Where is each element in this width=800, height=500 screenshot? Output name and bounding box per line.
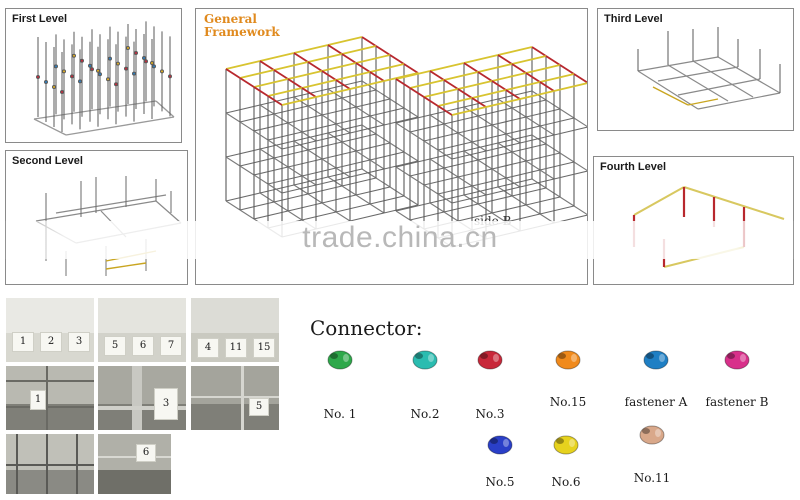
second-level-panel: Second Level xyxy=(5,150,188,285)
fourth-level-label: Fourth Level xyxy=(600,161,667,173)
photo-card: 6 xyxy=(136,444,156,462)
photo-connectors-1-2-3: 1 2 3 xyxy=(5,297,95,363)
general-framework-panel: General Framework side B xyxy=(195,8,588,285)
first-level-diagram xyxy=(33,21,175,136)
connector-label: fastener B xyxy=(705,395,769,409)
connector-icon xyxy=(324,346,356,374)
connector-icon xyxy=(409,346,441,374)
connector-icon xyxy=(550,431,582,459)
photo-card: 7 xyxy=(160,336,182,356)
first-level-label: First Level xyxy=(12,13,68,25)
third-level-diagram xyxy=(637,27,781,110)
photo-card: 3 xyxy=(68,332,90,352)
photo-card: 5 xyxy=(104,336,126,356)
photo-card: 5 xyxy=(249,398,269,416)
photo-card: 3 xyxy=(154,388,178,420)
photo-connectors-4-11-15: 4 11 15 xyxy=(190,297,280,363)
photo-connectors-5-6-7: 5 6 7 xyxy=(97,297,187,363)
connector-label: No.11 xyxy=(633,471,671,485)
connector-icon xyxy=(484,431,516,459)
photo-assembly-1: 1 xyxy=(5,365,95,431)
photo-assembly-3: 3 xyxy=(97,365,187,431)
connector-label: No. 1 xyxy=(323,407,357,421)
second-level-diagram xyxy=(35,176,182,276)
connector-icon xyxy=(721,346,753,374)
watermark-text: trade.china.cn xyxy=(302,221,498,254)
connector-title: Connector: xyxy=(310,316,423,340)
photo-assembly-6: 6 xyxy=(97,433,172,495)
connector-icon xyxy=(640,346,672,374)
connector-label: No.15 xyxy=(549,395,587,409)
connector-icon xyxy=(552,346,584,374)
connector-label: No.2 xyxy=(410,407,440,421)
photo-assembly-structure xyxy=(5,433,95,495)
photo-card: 6 xyxy=(132,336,154,356)
photo-card: 1 xyxy=(12,332,34,352)
third-level-panel: Third Level xyxy=(597,8,794,131)
connector-icon xyxy=(474,346,506,374)
general-framework-label: General Framework xyxy=(204,12,280,39)
photo-card: 2 xyxy=(40,332,62,352)
first-level-panel: First Level xyxy=(5,8,182,143)
connector-label: No.6 xyxy=(551,475,581,489)
connector-label: fastener A xyxy=(624,395,688,409)
watermark-band xyxy=(0,221,800,259)
photo-card: 1 xyxy=(30,390,46,410)
connector-label: No.5 xyxy=(485,475,515,489)
general-framework-diagram xyxy=(225,36,587,248)
photo-card: 4 xyxy=(197,338,219,358)
photo-card: 11 xyxy=(225,338,247,358)
photo-assembly-5: 5 xyxy=(190,365,280,431)
connector-label: No.3 xyxy=(475,407,505,421)
photo-card: 15 xyxy=(253,338,275,358)
third-level-label: Third Level xyxy=(604,13,663,25)
connector-icon xyxy=(636,421,668,449)
second-level-label: Second Level xyxy=(12,155,83,167)
